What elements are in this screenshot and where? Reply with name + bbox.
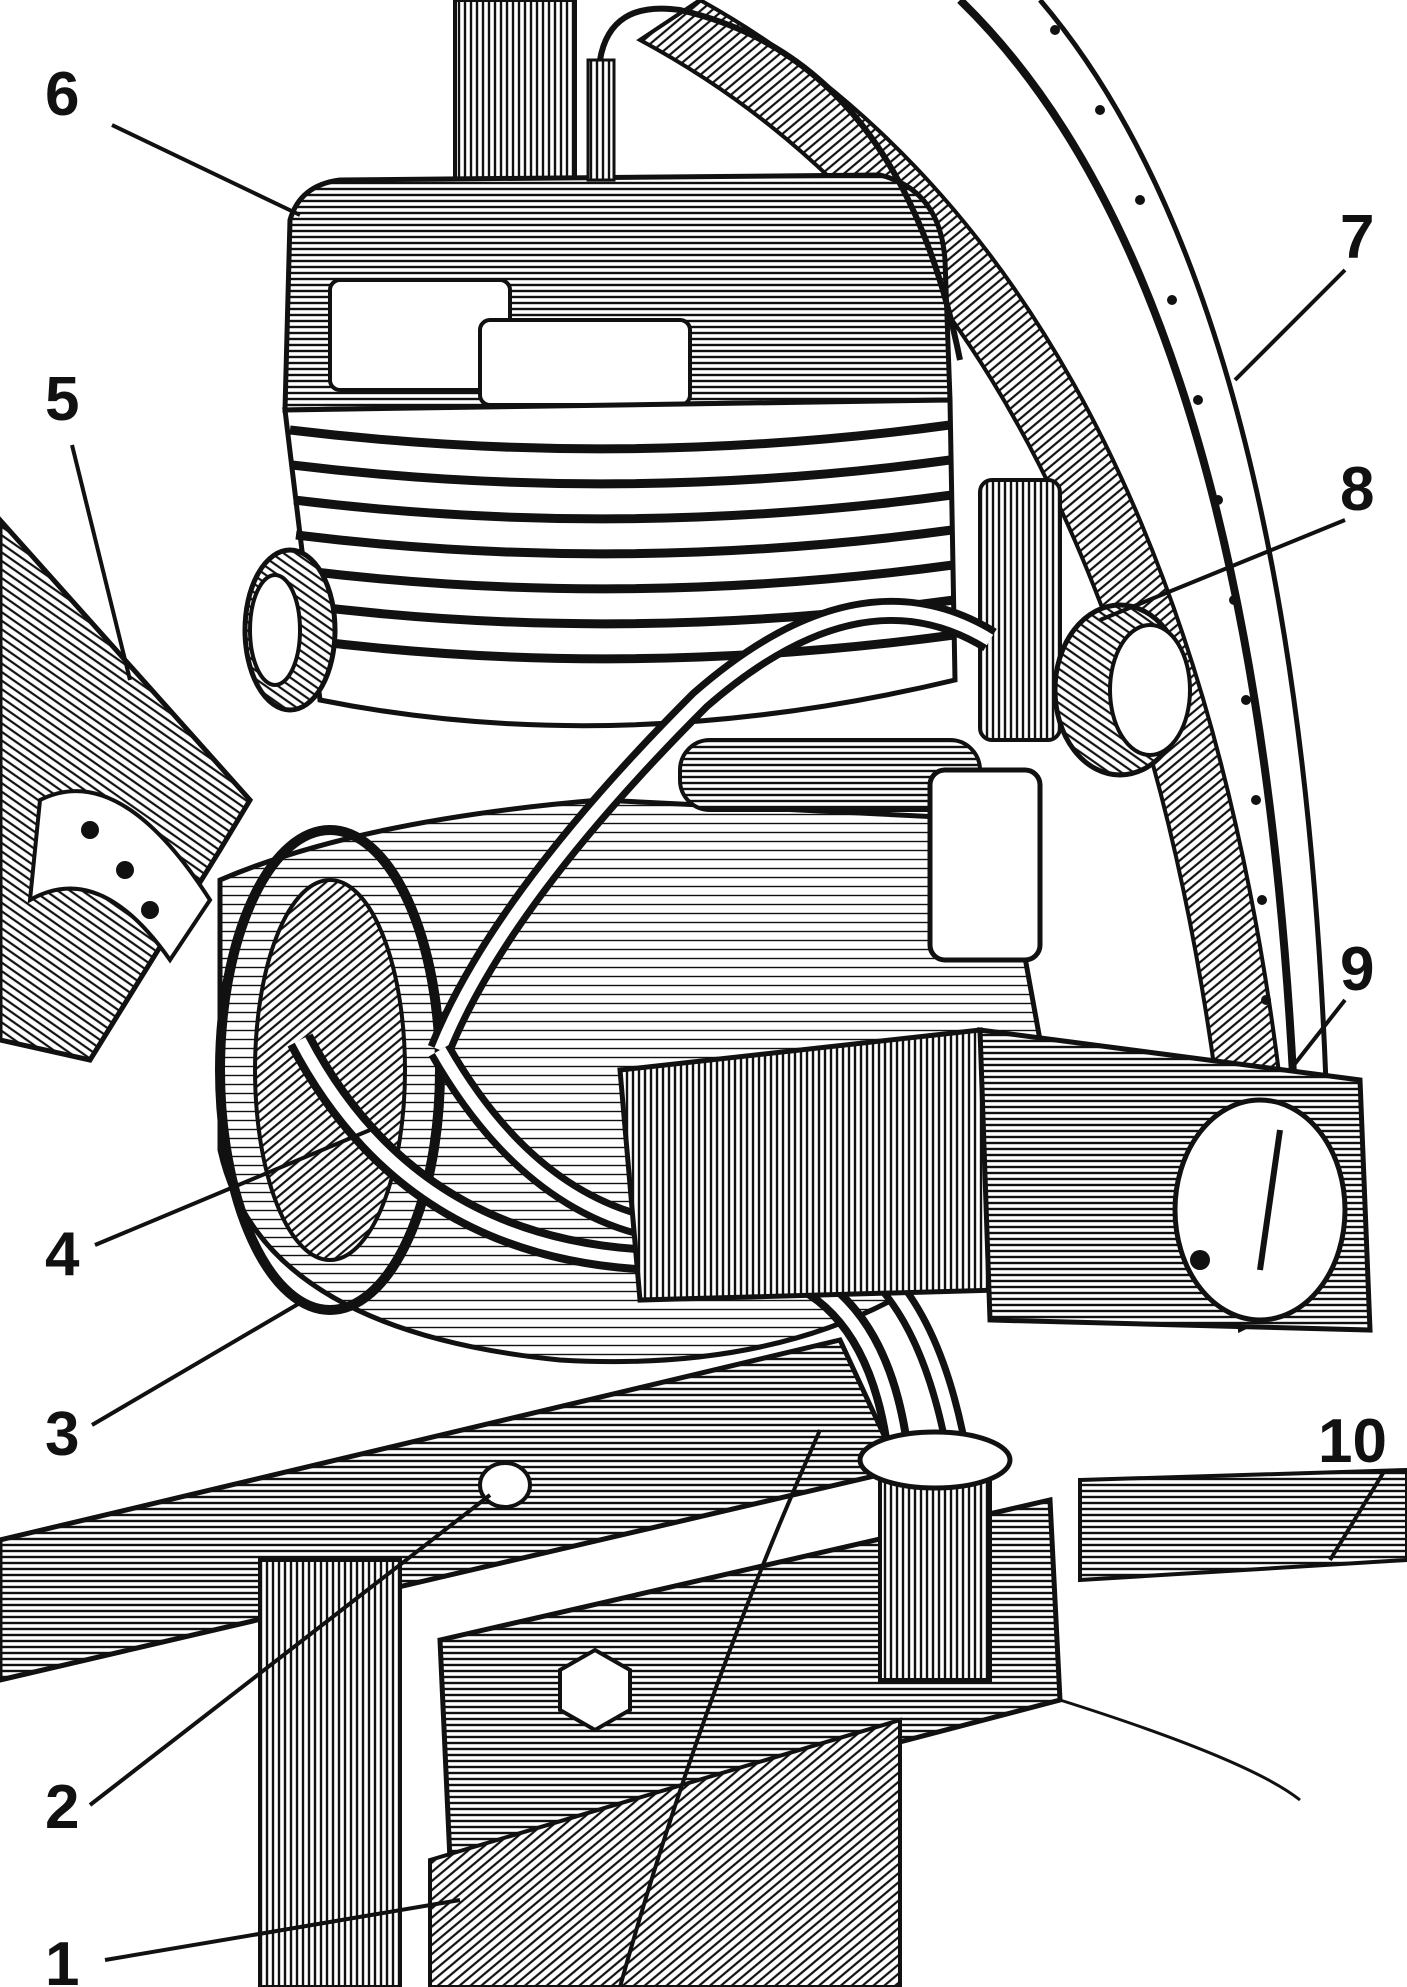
cylinder-head <box>282 172 953 413</box>
callout-2: 2 <box>45 1773 79 1842</box>
exhaust-muffler <box>0 516 254 1063</box>
spark-plug-cap <box>586 5 963 361</box>
leader-6 <box>111 123 301 217</box>
mounting-frame <box>0 1337 1407 1987</box>
leader-5 <box>70 444 132 681</box>
callout-4: 4 <box>45 1220 80 1289</box>
leader-lines <box>70 123 1387 1962</box>
callout-6: 6 <box>45 60 79 129</box>
callout-1: 1 <box>45 1930 79 1987</box>
carburetor <box>678 478 1062 963</box>
rim-rivets <box>1050 25 1271 1005</box>
leader-1 <box>104 1898 461 1962</box>
callout-7: 7 <box>1340 203 1374 272</box>
leader-7 <box>1233 268 1347 382</box>
callout-5: 5 <box>45 365 79 434</box>
callout-labels: 1 2 3 4 5 6 7 8 9 10 <box>45 60 1387 1987</box>
callout-9: 9 <box>1340 935 1374 1004</box>
cylinder-barrel <box>282 397 958 729</box>
leader-3 <box>90 1298 307 1427</box>
leader-10 <box>1328 1468 1387 1562</box>
callout-10: 10 <box>1318 1407 1387 1476</box>
leader-4 <box>94 1128 371 1247</box>
air-filter <box>1052 602 1192 778</box>
generator <box>617 1027 1373 1333</box>
leader-9 <box>1288 998 1347 1072</box>
leader-8 <box>1099 518 1346 622</box>
leader-2 <box>88 1493 492 1807</box>
intake-stub <box>242 547 338 713</box>
callout-3: 3 <box>45 1400 79 1469</box>
callout-8: 8 <box>1340 455 1374 524</box>
